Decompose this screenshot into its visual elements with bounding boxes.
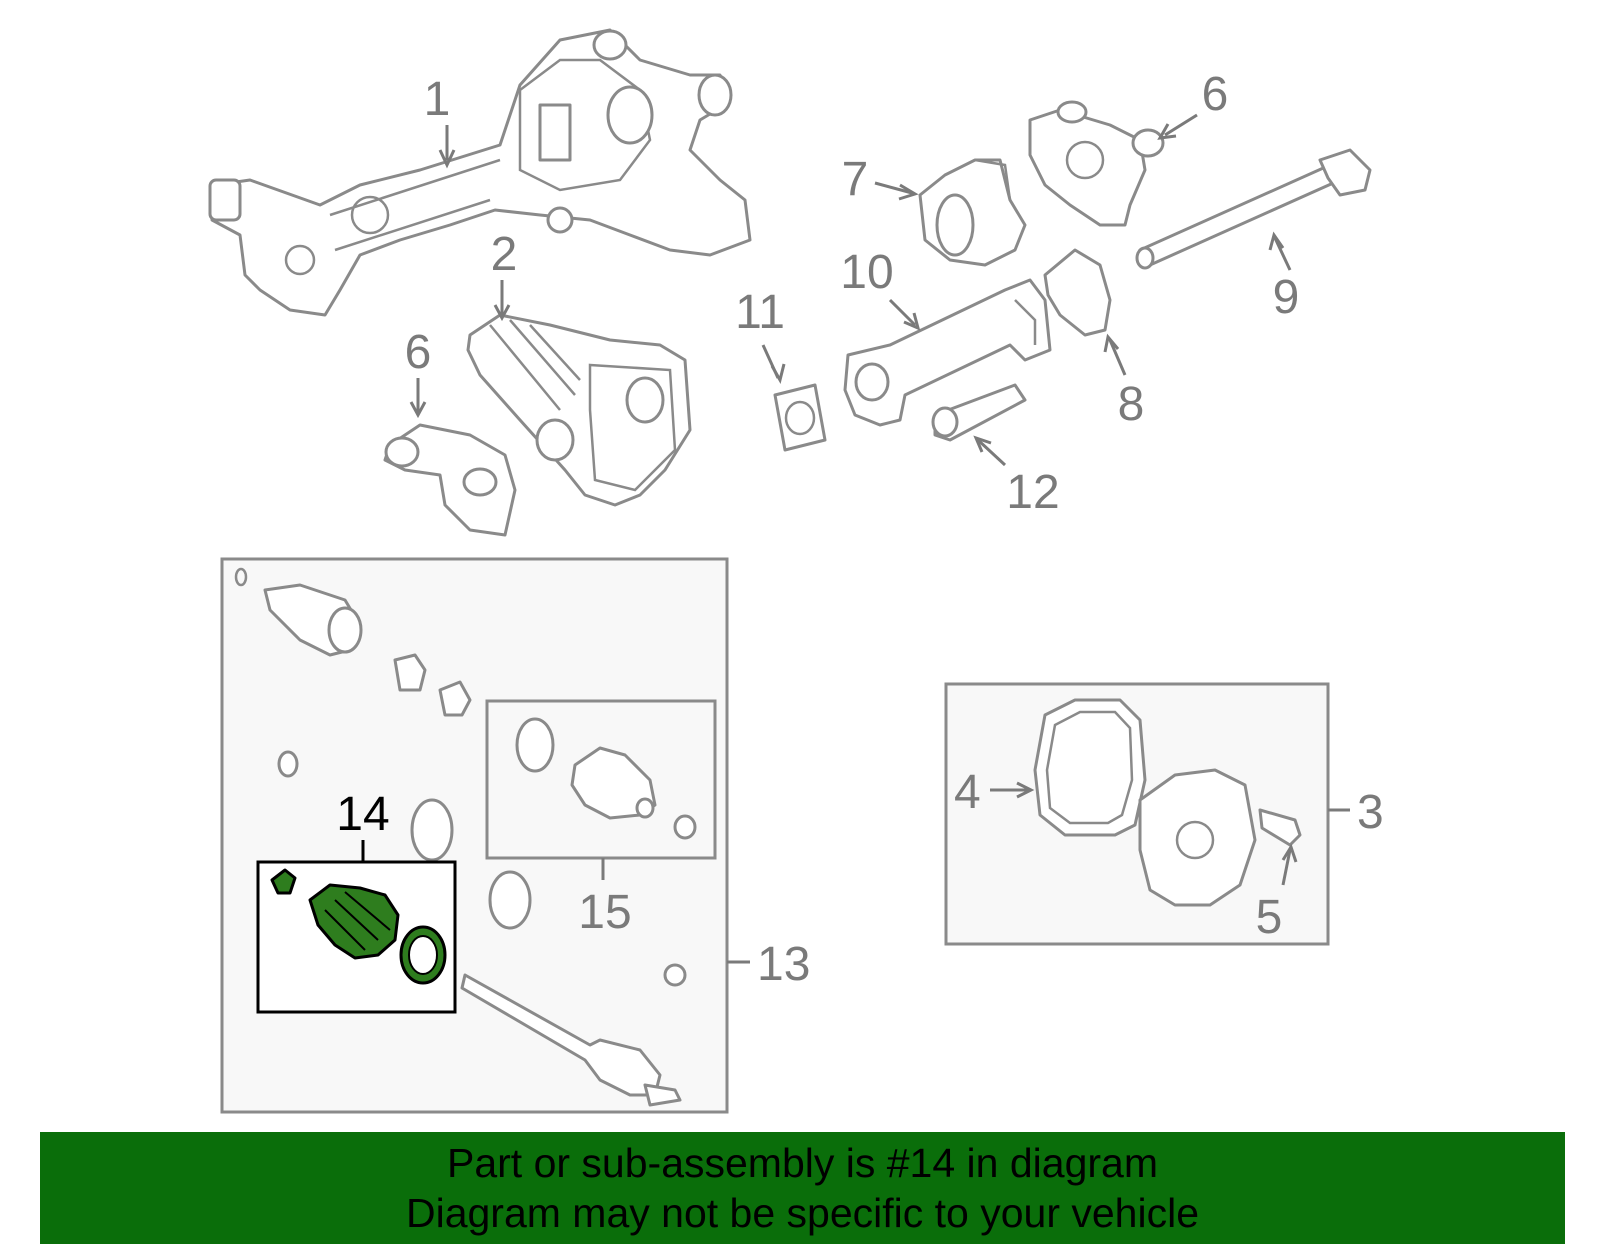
banner-line-2: Diagram may not be specific to your vehi…: [405, 1190, 1199, 1236]
callout-6-lower: 6: [405, 326, 432, 379]
part-7-seal-housing: [918, 158, 1027, 267]
callout-10: 10: [840, 246, 893, 299]
part-11-gasket: [773, 383, 827, 452]
part-2-differential-housing: [466, 313, 692, 507]
callout-8: 8: [1118, 378, 1145, 431]
part-12-sensor: [931, 383, 1027, 442]
callout-6-upper: 6: [1202, 68, 1229, 121]
part-10-axle-tube: [843, 278, 1052, 427]
callout-1: 1: [424, 73, 451, 126]
callout-5: 5: [1256, 891, 1283, 944]
callout-11: 11: [735, 286, 785, 339]
callout-12: 12: [1006, 466, 1059, 519]
leader-9: [1273, 237, 1292, 271]
callout-13: 13: [757, 938, 810, 991]
leader-8: [1108, 339, 1127, 376]
callout-2: 2: [491, 228, 518, 281]
leader-6-upper: [1164, 113, 1198, 137]
callout-14: 14: [336, 788, 389, 841]
part-3-cover-kit: [1033, 698, 1302, 907]
part-9-shaft: [1135, 148, 1372, 270]
part-6-mount-bracket-upper: [1028, 100, 1165, 227]
part-15-boot-kit: [515, 717, 697, 840]
part-13-halfshaft: [234, 567, 687, 1107]
leader-5: [1281, 849, 1292, 886]
leader-12: [976, 438, 1007, 467]
banner-line-1: Part or sub-assembly is #14 in diagram: [447, 1140, 1158, 1186]
part-6-mount-bracket-lower: [383, 423, 517, 537]
part-1-axle-carrier: [208, 28, 752, 317]
leader-10: [888, 298, 917, 327]
part-8-cover-plate: [1043, 248, 1112, 337]
callout-7: 7: [842, 153, 869, 206]
callout-3: 3: [1357, 786, 1384, 839]
callout-9: 9: [1273, 271, 1300, 324]
callout-4: 4: [954, 766, 981, 819]
callout-15: 15: [578, 886, 631, 939]
leader-7: [874, 181, 913, 195]
info-banner: Part or sub-assembly is #14 in diagram D…: [40, 1132, 1565, 1244]
part-14-cv-boot-kit: [270, 868, 447, 985]
